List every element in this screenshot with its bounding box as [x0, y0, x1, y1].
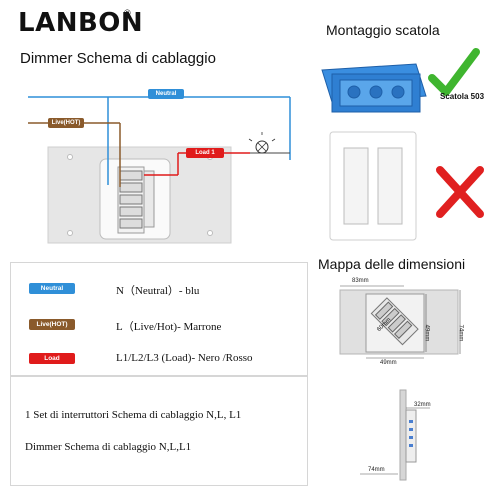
dimensions-title: Mappa delle dimensioni [318, 256, 466, 272]
mounting-title: Montaggio scatola [326, 22, 440, 38]
dimension-drawing [339, 285, 461, 481]
dim-body-height: 49mm [423, 324, 430, 342]
wire-legend: Neutral N（Neutral）- blu Live(HOT) L（Live… [10, 262, 308, 376]
brand-logo: LANBON [18, 8, 144, 38]
legend-row-live: Live(HOT) L（Live/Hot)- Marrone [11, 305, 307, 341]
dim-top-width: 83mm [352, 278, 369, 284]
neutral-wire-tag: Neutral [148, 89, 184, 99]
wiring-diagram [28, 96, 291, 244]
legend-tag-neutral: Neutral [29, 283, 75, 294]
junction-box-503 [321, 63, 427, 113]
info-line-set: 1 Set di interruttori Schema di cablaggi… [25, 409, 242, 421]
info-line-dimmer: Dimmer Schema di cablaggio N,L,L1 [25, 441, 192, 453]
legend-row-load: Load L1/L2/L3 (Load)- Nero /Rosso [11, 339, 307, 375]
legend-text-neutral: N（Neutral）- blu [116, 285, 200, 297]
load-wire-tag: Load 1 [186, 148, 224, 158]
legend-text-load: L1/L2/L3 (Load)- Nero /Rosso [116, 352, 253, 364]
dim-total-height: 74mm [457, 324, 464, 342]
diagram-title: Dimmer Schema di cablaggio [20, 50, 216, 67]
mounting-illustrations [321, 48, 484, 241]
lamp-icon [248, 132, 276, 154]
legend-row-neutral: Neutral N（Neutral）- blu [11, 269, 307, 305]
check-icon [428, 48, 480, 96]
double-wall-plate [329, 131, 417, 241]
dim-body-width: 49mm [380, 360, 397, 366]
dim-depth: 32mm [414, 402, 431, 408]
side-view [360, 389, 430, 481]
legend-tag-live: Live(HOT) [29, 319, 75, 330]
live-wire-tag: Live(HOT) [48, 118, 84, 128]
box-503-label: Scatola 503 [440, 92, 485, 101]
registered-mark: ® [124, 8, 131, 18]
legend-tag-load: Load [29, 353, 75, 364]
info-box: 1 Set di interruttori Schema di cablaggi… [10, 376, 308, 486]
switch-module [99, 158, 171, 240]
legend-text-live: L（Live/Hot)- Marrone [116, 321, 222, 333]
dim-side-height: 74mm [368, 467, 385, 473]
cross-icon [436, 166, 484, 218]
